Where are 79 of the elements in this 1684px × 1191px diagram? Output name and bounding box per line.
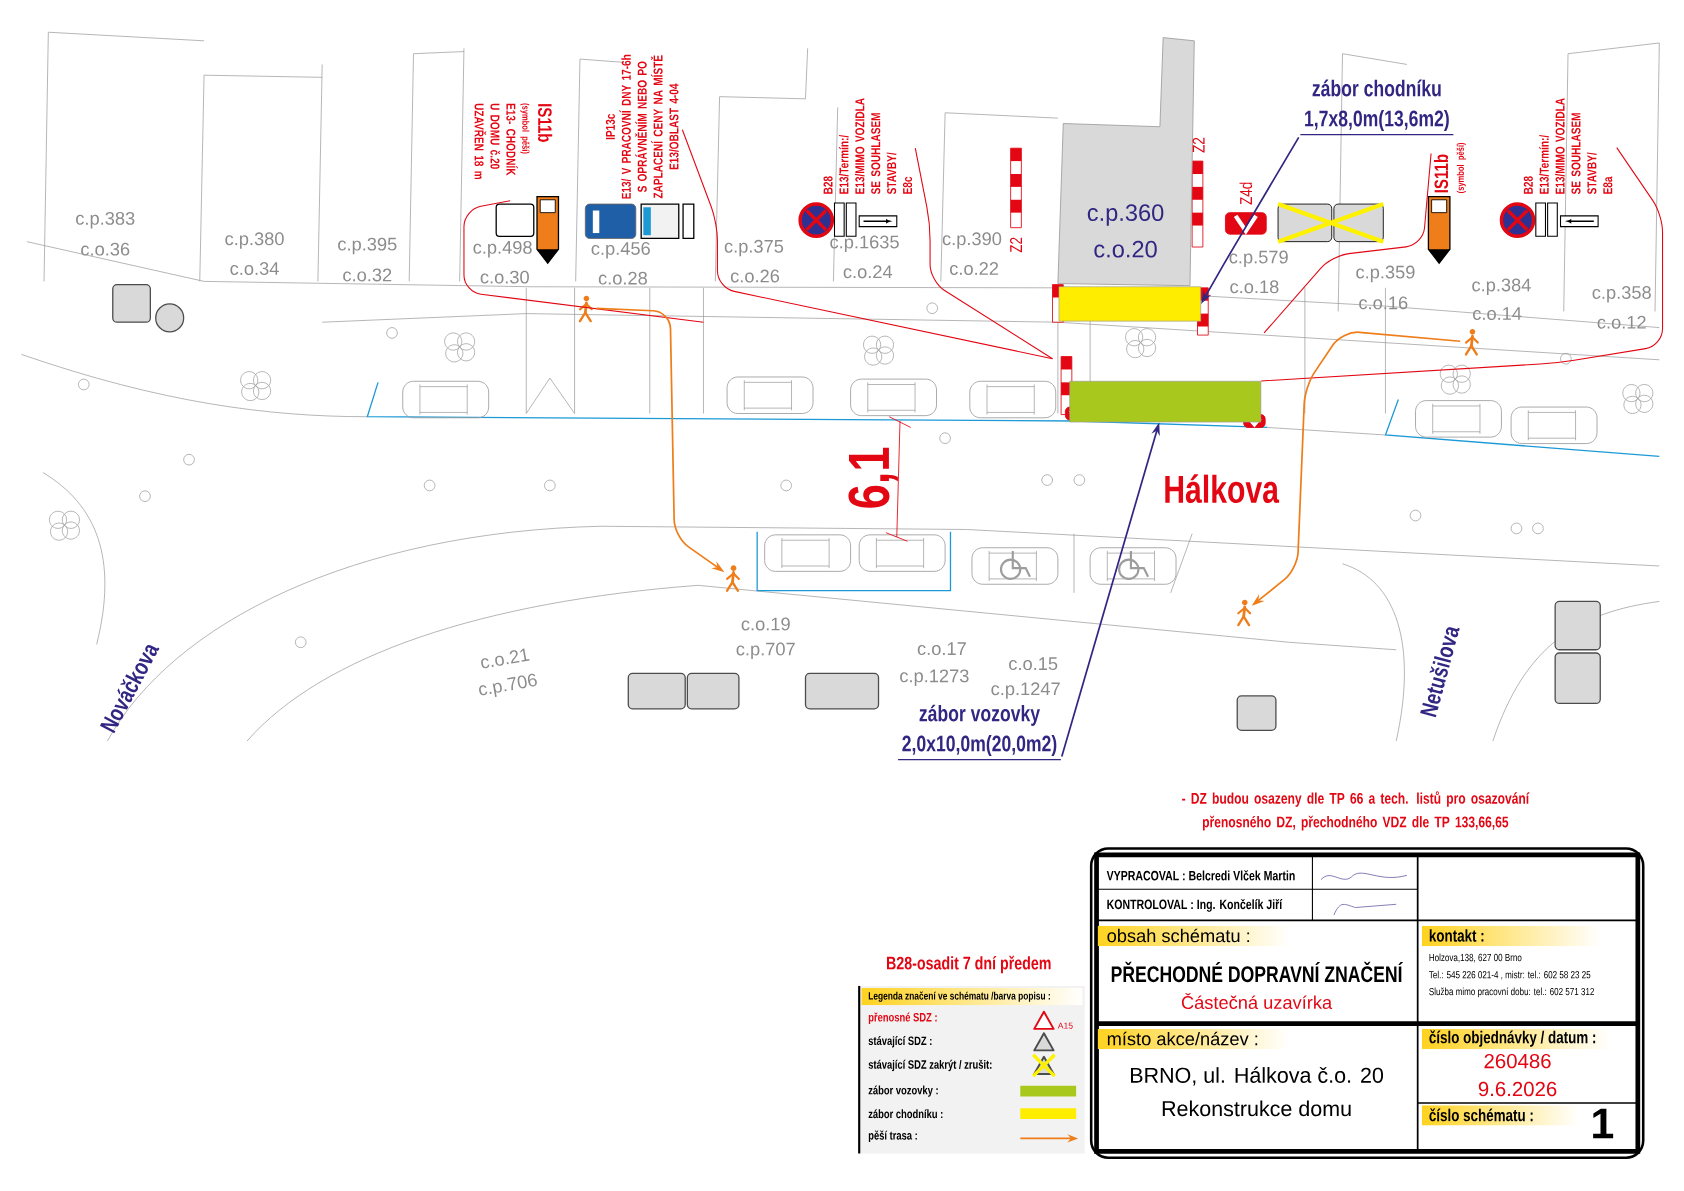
leader-line — [1263, 153, 1432, 334]
sign-code-label: Z2 — [1192, 137, 1205, 153]
street-name: Netušilova — [1420, 627, 1460, 718]
dimension-value: 6,1 — [848, 447, 898, 508]
address-label: c.o.14 — [1473, 307, 1522, 320]
address-label: c.p.383 — [76, 211, 135, 229]
legend-text: zábor vozovky : — [868, 1085, 938, 1097]
contact-text: Tel.: 545 226 021-4 , mistr: tel.: 602 58 23 25 — [1429, 970, 1591, 980]
pedestrian-icon — [1237, 599, 1252, 627]
contact-text: Služba mimo pracovní dobu: tel.: 602 571 312 — [1429, 987, 1594, 998]
address-label: c.o.22 — [950, 262, 999, 275]
occupied-area — [1069, 380, 1262, 423]
address-label: c.p.395 — [338, 237, 397, 255]
address-label: c.o.36 — [81, 242, 130, 256]
note-text: B28-osadit 7 dní předem — [887, 955, 1051, 974]
order-number: 260486 — [1484, 1053, 1551, 1069]
legend-heading: Legenda značení ve schématu /barva popisu : — [868, 991, 1050, 1002]
contact-text: Holzova,138, 627 00 Brno — [1429, 953, 1522, 963]
cell-heading: číslo objednávky / datum : — [1429, 1030, 1596, 1047]
address-label: c.p.707 — [736, 642, 795, 660]
address-label: c.p.579 — [1229, 250, 1288, 268]
sign-label: B28 E13/Termín:/ E13/MIMO VOZIDLA SE SOUHLASEM STAVBY/ E8a — [1523, 98, 1613, 195]
address-label: c.o.28 — [598, 271, 647, 285]
address-label: c.o.17 — [917, 642, 966, 656]
sign-label: B28 E13/Termín:/ E13/MIMO VOZIDLA SE SOUHLASEM STAVBY/ E8c — [823, 98, 913, 195]
subtitle-text: Částečná uzavírka — [1181, 992, 1333, 1009]
legend-text: přenosné SDZ : — [868, 1012, 937, 1024]
cell-text: VYPRACOVAL : Belcredi Vlček Martin — [1106, 870, 1295, 881]
place-text: Rekonstrukce domu — [1162, 1100, 1351, 1117]
cell-text: KONTROLOVAL : Ing. Končelík Jiří — [1107, 898, 1283, 912]
sign-code-label: A15 — [1057, 1022, 1073, 1029]
address-label: c.p.1273 — [900, 669, 969, 686]
address-label: c.p.384 — [1472, 278, 1531, 295]
pedestrian-icon — [1464, 329, 1479, 356]
street-name: Hálkova — [1165, 474, 1280, 503]
address-label: c.p.1247 — [991, 682, 1060, 699]
legend-text: stávající SDZ : — [868, 1036, 932, 1048]
sign-label: IP13c E13/ V PRACOVNÍ DNY 17-6h S OPRÁVNĚNÍM NEBO PO ZAPLACENÍ CENY NA MÍSTĚ E13/OBLAST 4-04 — [605, 54, 679, 199]
scheme-number: 1 — [1593, 1108, 1614, 1139]
address-label: c.o.32 — [343, 268, 392, 282]
pedestrian-icon — [725, 565, 740, 592]
title-text: PŘECHODNÉ DOPRAVNÍ ZNAČENÍ — [1111, 961, 1403, 983]
address-label: c.o.34 — [230, 262, 279, 275]
address-label: c.p.1635 — [830, 235, 899, 253]
cell-heading: místo akce/název : — [1107, 1031, 1258, 1046]
order-number: 9.6.2026 — [1478, 1081, 1557, 1097]
address-label: c.p.380 — [225, 232, 284, 249]
address-label: c.o.24 — [843, 265, 893, 279]
pedestrian-icon — [578, 295, 593, 323]
address-label: c.p.358 — [1592, 286, 1651, 303]
cell-heading: obsah schématu : — [1107, 928, 1250, 943]
address-label: c.p.456 — [591, 241, 650, 259]
leader-line — [681, 129, 1054, 360]
legend-text: pěší trasa : — [868, 1130, 917, 1142]
legend-text: zábor chodníku : — [868, 1109, 943, 1119]
address-label: c.p.706 — [479, 673, 537, 697]
legend-text: stávající SDZ zakrýt / zrušit: — [868, 1059, 992, 1072]
leader-line — [1260, 147, 1664, 382]
address-label: c.p.375 — [724, 239, 784, 257]
occupied-area — [1058, 286, 1202, 322]
address-label: c.o.15 — [1009, 657, 1058, 671]
leader-line — [463, 200, 704, 323]
address-label: c.o.21 — [481, 648, 530, 669]
leader-line — [914, 147, 1054, 360]
address-label: c.p.390 — [942, 232, 1002, 249]
cell-heading: číslo schématu : — [1429, 1108, 1533, 1122]
callout-text: zábor vozovky 2,0x10,0m(20,0m2) — [897, 704, 1062, 761]
address-label: c.o.26 — [730, 269, 780, 283]
sign-label: IS11b (symbol pěší) E13- CHODNÍK U DOMU č.20 UZAVŘEN 18 m — [474, 103, 553, 179]
address-label: c.o.18 — [1230, 280, 1279, 294]
cell-heading: kontakt : — [1429, 929, 1484, 942]
sign-code-label: Z2 — [1010, 237, 1022, 253]
sign-code-label: Z4d — [1239, 182, 1253, 205]
address-label: c.o.30 — [480, 270, 529, 284]
callout-text: zábor chodníku 1,7x8,0m(13,6m2) — [1299, 79, 1454, 136]
note-text: - DZ budou osazeny dle TP 66 a tech. listů pro osazování přenosného DZ, přechodného VDZ dle TP 133,66,65 — [1182, 791, 1530, 831]
sign-label: IS11b (symbol pěší) — [1433, 142, 1466, 193]
address-label: c.o.12 — [1597, 315, 1646, 329]
place-text: BRNO, ul. Hálkova č.o. 20 — [1131, 1066, 1384, 1086]
